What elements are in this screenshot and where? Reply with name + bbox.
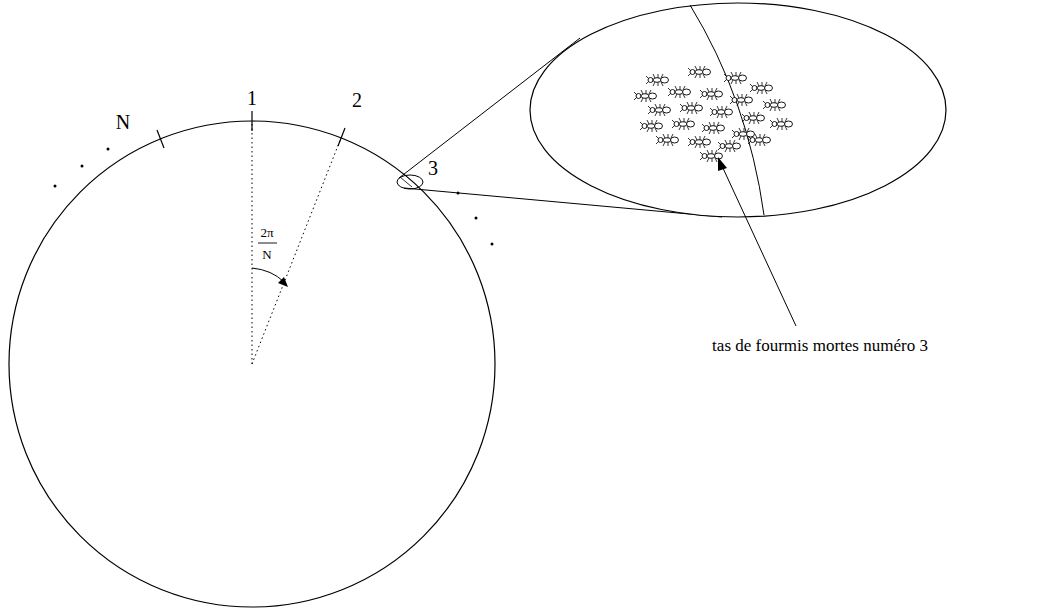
- callout-number: 1: [247, 88, 257, 108]
- angle-numerator: 2π: [260, 226, 273, 239]
- annotation-label: tas de fourmis mortes numéro 3: [712, 337, 928, 354]
- callout-number: 3: [428, 158, 438, 178]
- callout-number: 2: [352, 90, 362, 110]
- angle-denominator: N: [262, 248, 271, 261]
- callout-number: N: [116, 112, 130, 132]
